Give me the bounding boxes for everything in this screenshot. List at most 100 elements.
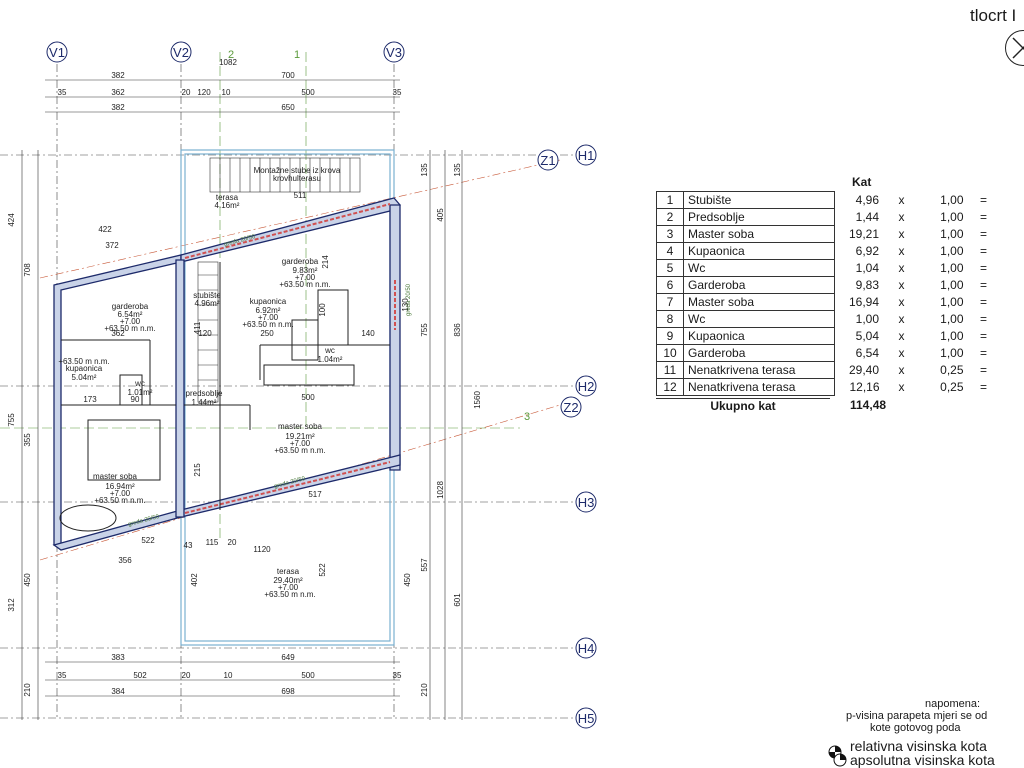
dim-text: 411: [193, 321, 202, 334]
area-cell-n: 10: [656, 344, 684, 362]
area-cell-x: x: [898, 244, 905, 258]
dim-text: 755: [420, 323, 429, 337]
area-cell-coef: 1,00: [940, 278, 964, 292]
area-cell-room: Wc: [683, 310, 835, 328]
dim-text: 402: [190, 573, 199, 587]
dim-text: 120: [198, 329, 212, 338]
room-area-master-2: 16.94m²: [105, 482, 135, 491]
area-table-header: Kat: [852, 175, 872, 189]
dim-text: 43: [184, 541, 193, 550]
room-name-wardrobe-2: garderoba: [112, 302, 149, 311]
area-cell-eq: =: [979, 244, 987, 258]
room-extra-stairs-roof: krovhulterasu: [273, 174, 321, 183]
room-level-master-1: +7.00: [290, 439, 311, 448]
area-cell-n: 4: [656, 242, 684, 260]
axis-label-v3: V3: [386, 45, 402, 60]
area-cell-room: Nenatkrivena terasa: [683, 378, 835, 396]
dim-text: 500: [301, 671, 315, 680]
dim-text: 215: [193, 463, 202, 477]
area-cell-eq: =: [979, 261, 987, 275]
room-name-terrace: terasa: [277, 567, 300, 576]
dim-text: 214: [321, 255, 330, 269]
dim-text: 700: [281, 71, 295, 80]
area-cell-area: 5,04: [855, 329, 879, 343]
dim-text: 500: [301, 393, 315, 402]
area-cell-eq: =: [979, 363, 987, 377]
dim-text: 100: [318, 303, 327, 317]
axis-bubble-v2: [170, 41, 192, 63]
axis-label-v1: V1: [49, 45, 65, 60]
area-cell-coef: 0,25: [940, 380, 964, 394]
dim-text: 422: [98, 225, 112, 234]
area-cell-area: 1,00: [855, 312, 879, 326]
dim-text: 698: [281, 687, 295, 696]
area-cell-x: x: [898, 210, 905, 224]
dim-text: 355: [23, 433, 32, 447]
area-cell-area: 12,16: [849, 380, 880, 394]
area-cell-n: 7: [656, 293, 684, 311]
dim-text: 115: [206, 538, 219, 547]
area-cell-n: 3: [656, 225, 684, 243]
room-area-stairs: 4.96m²: [195, 299, 220, 308]
dim-text: 20: [228, 538, 237, 547]
area-cell-room: Kupaonica: [683, 327, 835, 345]
area-cell-eq: =: [979, 295, 987, 309]
dim-text: 372: [105, 241, 119, 250]
note-title: napomena:: [925, 698, 981, 710]
dim-text: 135: [420, 163, 429, 177]
area-cell-room: Nenatkrivena terasa: [683, 361, 835, 379]
area-cell-area: 16,94: [848, 295, 879, 309]
room-name-master-1: master soba: [278, 422, 323, 431]
dim-text: 210: [23, 683, 32, 697]
area-cell-area: 29,40: [848, 363, 879, 377]
axis-label-h2: H2: [578, 379, 595, 394]
area-cell-coef: 1,00: [940, 210, 964, 224]
area-cell-room: Master soba: [683, 225, 835, 243]
axis-label-z1: Z1: [540, 153, 555, 168]
dim-text: 649: [281, 653, 295, 662]
area-cell-n: 8: [656, 310, 684, 328]
dim-text: 450: [403, 573, 412, 587]
room-name-bath-1: kupaonica: [250, 297, 287, 306]
room-abs-master-1: +63.50 m n.m.: [274, 446, 325, 455]
dim-text: 250: [260, 329, 274, 338]
note-line-2: kote gotovog poda: [870, 722, 961, 734]
room-area-wc-1: 1.01m²: [128, 388, 153, 397]
area-cell-x: x: [898, 346, 905, 360]
north-arrow-icon: [1005, 30, 1024, 66]
area-cell-x: x: [898, 278, 905, 292]
room-area-master-1: 19.21m²: [285, 432, 315, 441]
room-level-wardrobe-1: +7.00: [295, 273, 316, 282]
dim-text: 20: [182, 88, 191, 97]
room-area-terrace-small: 4.16m²: [215, 201, 240, 210]
dim-text: 1028: [436, 481, 445, 499]
area-cell-x: x: [898, 193, 905, 207]
room-name-hall: predsoblje: [186, 389, 223, 398]
room-area-bath-2: 5.04m²: [72, 373, 97, 382]
dim-text: 90: [131, 395, 140, 404]
dim-text: 1120: [253, 545, 271, 554]
area-cell-x: x: [898, 227, 905, 241]
area-cell-eq: =: [979, 329, 987, 343]
dim-text: 140: [361, 329, 375, 338]
room-name-wardrobe-1: garderoba: [282, 257, 319, 266]
room-name-wc-2: wc: [324, 346, 335, 355]
dim-text: 502: [133, 671, 147, 680]
dim-text: 601: [453, 593, 462, 607]
area-cell-n: 11: [656, 361, 684, 379]
area-cell-n: 12: [656, 378, 684, 396]
legend-absolute: apsolutna visinska kota: [850, 752, 995, 768]
dim-text: 35: [58, 671, 67, 680]
axis-label-v2: V2: [173, 45, 189, 60]
room-area-terrace: 29.40m²: [273, 576, 303, 585]
